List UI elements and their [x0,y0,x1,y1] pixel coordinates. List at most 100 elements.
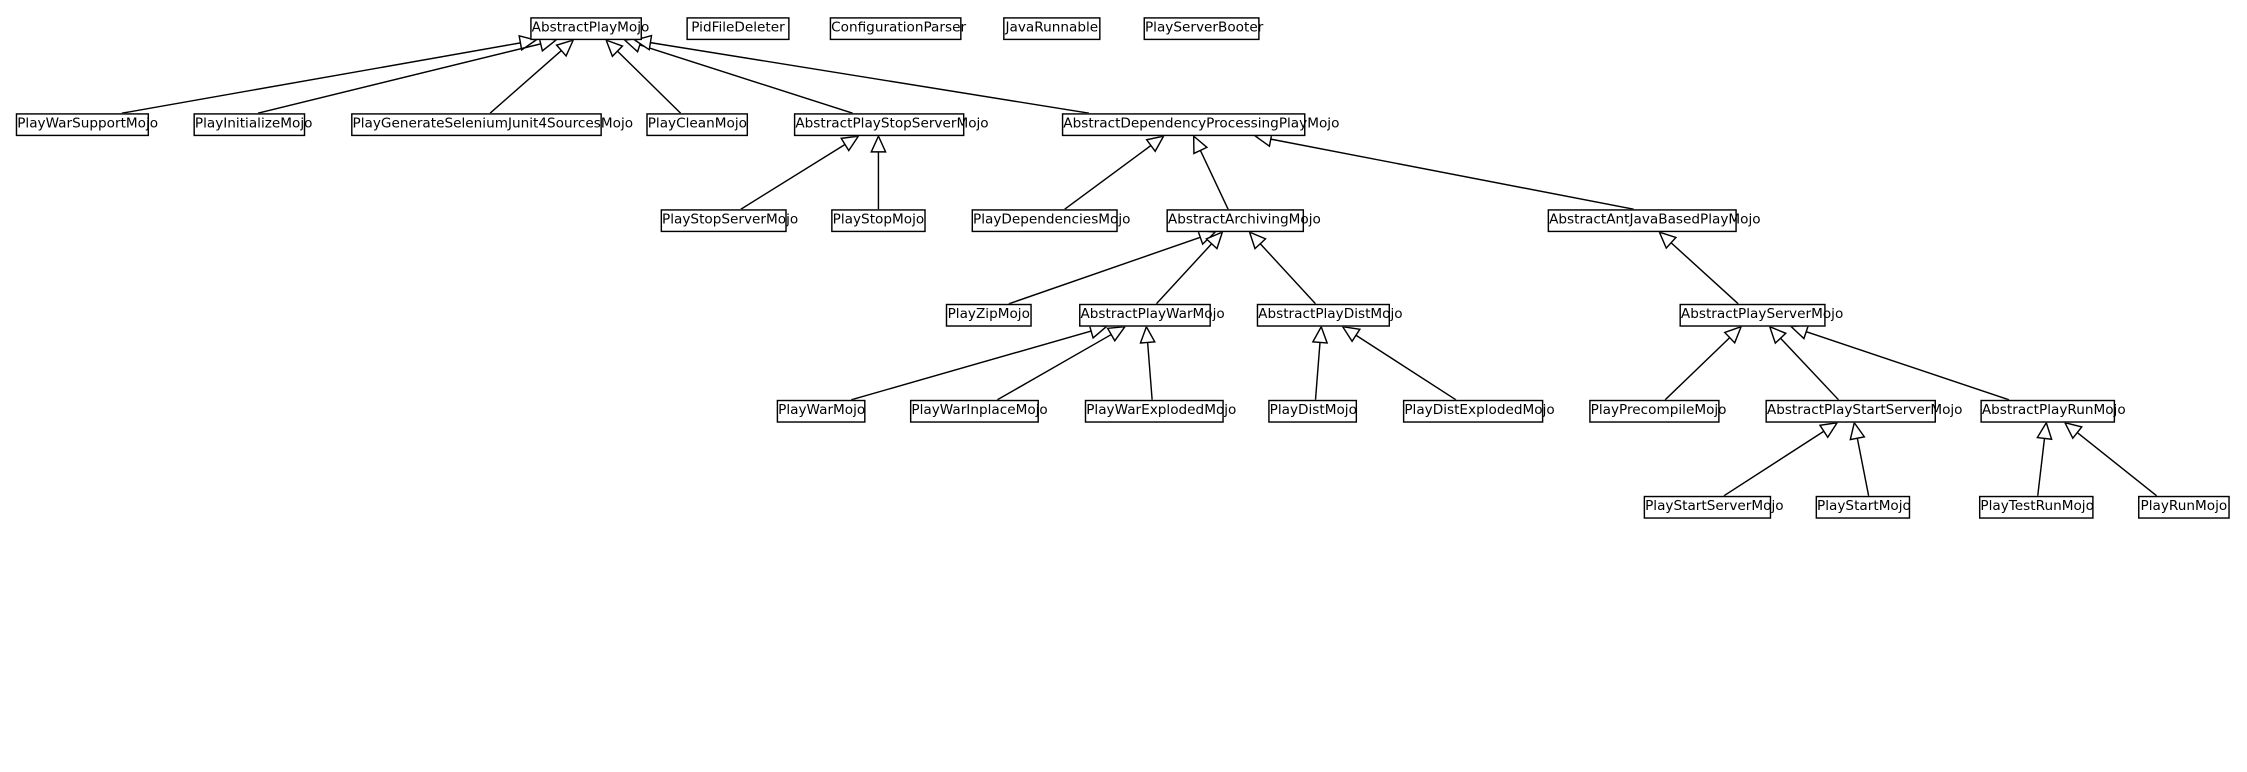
inheritance-arrowhead [1768,325,1788,345]
class-box-abstract-archiving-mojo[interactable]: AbstractArchivingMojo [1166,209,1321,233]
class-box-abstract-ant-java-based-play-mojo[interactable]: AbstractAntJavaBasedPlayMojo [1547,209,1761,233]
class-box-play-start-mojo[interactable]: PlayStartMojo [1815,495,1911,519]
inheritance-edge-play-dependencies-mojo [1064,135,1165,210]
class-box-abstract-dependency-processing-play-mojo[interactable]: AbstractDependencyProcessingPlayMojo [1061,113,1339,137]
class-box-play-precompile-mojo[interactable]: PlayPrecompileMojo [1589,399,1727,423]
inheritance-arrowhead [1789,324,1810,340]
inheritance-edges [121,34,2158,497]
inheritance-line [851,330,1092,401]
class-box-play-test-run-mojo[interactable]: PlayTestRunMojo [1978,495,2094,519]
inheritance-edge-abstract-play-war-mojo [1155,230,1224,305]
inheritance-edge-play-initialize-mojo [257,36,558,114]
inheritance-line [2076,431,2158,497]
inheritance-line [1008,236,1201,305]
inheritance-line [1270,138,1634,210]
inheritance-line [1670,242,1739,305]
inheritance-arrowhead [1341,325,1362,343]
inheritance-line [1155,243,1213,305]
inheritance-arrowhead [1106,325,1127,343]
inheritance-edge-abstract-play-dist-mojo [1248,230,1317,305]
inheritance-edge-play-precompile-mojo [1664,325,1743,401]
inheritance-edge-play-war-inplace-mojo [997,325,1127,401]
inheritance-line [1064,144,1152,210]
inheritance-edge-play-dist-mojo [1311,324,1329,400]
class-box-play-dependencies-mojo[interactable]: PlayDependenciesMojo [971,209,1130,233]
inheritance-arrowhead [1723,325,1743,345]
class-box-play-zip-mojo[interactable]: PlayZipMojo [945,303,1032,327]
inheritance-arrowhead [1145,135,1165,153]
inheritance-line [2037,438,2046,496]
inheritance-line [1314,342,1321,400]
inheritance-edge-abstract-play-run-mojo [1789,324,2010,401]
inheritance-edge-play-stop-mojo [870,134,887,210]
class-box-pid-file-deleter[interactable]: PidFileDeleter [686,17,790,41]
inheritance-arrowhead [1818,421,1839,439]
inheritance-line [121,42,521,114]
inheritance-arrowhead [1205,230,1224,250]
class-box-play-war-mojo[interactable]: PlayWarMojo [776,399,866,423]
inheritance-line [1199,150,1229,210]
inheritance-arrowhead [840,135,860,152]
inheritance-line [616,50,682,114]
inheritance-arrowhead [1311,324,1329,344]
class-box-abstract-play-war-mojo[interactable]: AbstractPlayWarMojo [1079,303,1225,327]
inheritance-line [257,43,541,114]
inheritance-edge-abstract-play-server-mojo [1658,230,1739,305]
inheritance-arrowhead [2063,421,2083,440]
inheritance-edge-abstract-dependency-processing-play-mojo [633,34,1090,114]
class-box-play-dist-mojo[interactable]: PlayDistMojo [1268,399,1358,423]
inheritance-edge-abstract-archiving-mojo [1192,134,1229,210]
inheritance-arrowhead [1139,324,1156,344]
class-box-play-server-booter[interactable]: PlayServerBooter [1143,17,1263,41]
inheritance-edge-play-war-mojo [851,323,1108,401]
class-box-play-run-mojo[interactable]: PlayRunMojo [2138,495,2230,519]
class-box-abstract-play-start-server-mojo[interactable]: AbstractPlayStartServerMojo [1765,399,1963,423]
inheritance-edge-play-dist-exploded-mojo [1341,325,1457,401]
inheritance-line [740,143,846,210]
class-box-abstract-play-mojo[interactable]: AbstractPlayMojo [530,17,649,41]
inheritance-arrowhead [1849,421,1866,441]
class-box-abstract-play-run-mojo[interactable]: AbstractPlayRunMojo [1980,399,2126,423]
class-box-play-dist-exploded-mojo[interactable]: PlayDistExplodedMojo [1402,399,1555,423]
inheritance-edge-play-zip-mojo [1008,229,1217,305]
inheritance-edge-play-generate-selenium-junit4-sources-mojo [489,38,575,114]
inheritance-line [997,333,1112,401]
inheritance-edge-play-war-exploded-mojo [1139,324,1156,400]
class-box-play-start-server-mojo[interactable]: PlayStartServerMojo [1643,495,1784,519]
class-box-play-war-exploded-mojo[interactable]: PlayWarExplodedMojo [1084,399,1236,423]
class-box-abstract-play-dist-mojo[interactable]: AbstractPlayDistMojo [1256,303,1403,327]
inheritance-edge-play-run-mojo [2063,421,2158,497]
inheritance-arrowhead [870,134,887,153]
inheritance-edge-play-stop-server-mojo [740,135,860,210]
class-box-play-war-inplace-mojo[interactable]: PlayWarInplaceMojo [909,399,1048,423]
inheritance-arrowhead [2036,421,2053,441]
inheritance-line [1805,331,2010,401]
inheritance-arrowhead [1658,230,1678,250]
inheritance-edge-play-start-mojo [1849,421,1870,496]
inheritance-arrowhead [555,38,575,58]
class-box-play-stop-server-mojo[interactable]: PlayStopServerMojo [660,209,798,233]
inheritance-line [650,41,1090,114]
inheritance-line [1856,438,1870,496]
class-box-play-initialize-mojo[interactable]: PlayInitializeMojo [193,113,312,137]
class-box-configuration-parser[interactable]: ConfigurationParser [829,17,966,41]
class-box-abstract-play-server-mojo[interactable]: AbstractPlayServerMojo [1679,303,1843,327]
inheritance-line [1664,337,1731,401]
class-box-abstract-play-stop-server-mojo[interactable]: AbstractPlayStopServerMojo [793,113,989,137]
class-box-play-stop-mojo[interactable]: PlayStopMojo [831,209,926,233]
inheritance-edge-abstract-play-stop-server-mojo [623,37,853,114]
class-box-play-clean-mojo[interactable]: PlayCleanMojo [646,113,749,137]
inheritance-line [1146,342,1153,400]
inheritance-arrowhead [1248,230,1267,250]
inheritance-edge-abstract-play-start-server-mojo [1768,325,1840,401]
class-box-play-generate-selenium-junit4-sources-mojo[interactable]: PlayGenerateSeleniumJunit4SourcesMojo [351,113,633,137]
class-box-play-war-support-mojo[interactable]: PlayWarSupportMojo [15,113,158,137]
inheritance-arrowhead [604,38,624,58]
inheritance-arrowhead [1192,134,1209,155]
class-box-java-runnable[interactable]: JavaRunnable [1003,17,1101,41]
inheritance-line [489,49,562,114]
inheritance-edge-play-clean-mojo [604,38,682,114]
inheritance-edge-abstract-ant-java-based-play-mojo [1253,131,1634,210]
inheritance-edge-play-start-server-mojo [1723,421,1839,497]
